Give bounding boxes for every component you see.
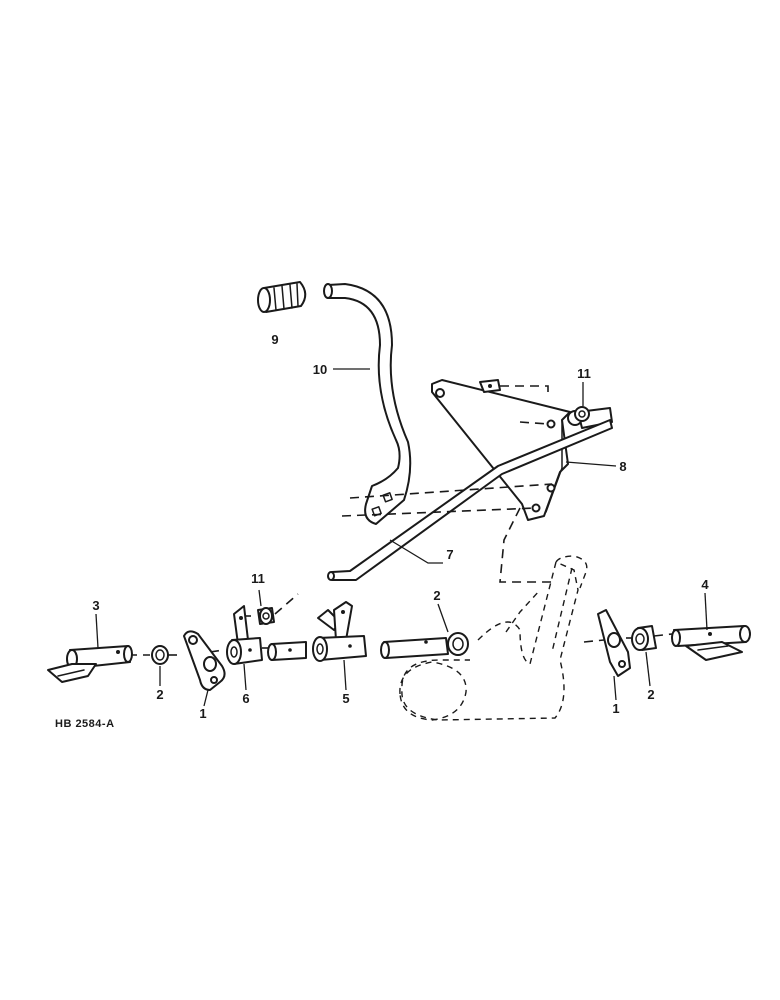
callout-4: 4 — [701, 577, 709, 592]
part-5-lever — [312, 601, 367, 662]
middle-tube — [267, 641, 307, 661]
callout-7: 7 — [446, 547, 453, 562]
callout-11-upper: 11 — [577, 366, 591, 381]
callout-10: 10 — [313, 362, 327, 377]
reference-code: HB 2584-A — [55, 718, 115, 730]
part-11-lower-nut — [257, 607, 275, 625]
callout-2-middle: 2 — [433, 588, 440, 603]
callout-8: 8 — [619, 459, 626, 474]
right-tube — [380, 637, 449, 659]
callout-11-lower: 11 — [251, 571, 265, 586]
callout-5: 5 — [342, 691, 349, 706]
callout-1-right: 1 — [612, 701, 619, 716]
part-3-left-shaft — [47, 645, 133, 683]
callout-labels: 9 10 11 8 7 11 3 4 2 2 1 6 5 1 2 — [92, 332, 709, 721]
leader-lines — [95, 368, 708, 707]
phantom-housing-outline — [399, 555, 588, 721]
part-7-connecting-rod — [327, 419, 613, 581]
part-9-handle-grip — [257, 281, 307, 313]
part-10-pedal-lever — [323, 283, 412, 525]
part-1-right-plate — [597, 609, 631, 677]
part-4-right-shaft — [671, 625, 751, 661]
callout-2-right: 2 — [647, 687, 654, 702]
part-6-lever-arm — [226, 605, 263, 665]
part-1-left-plate — [183, 630, 226, 691]
part-11-upper-nut — [574, 406, 590, 422]
callout-1-left: 1 — [199, 706, 206, 721]
part-2-right-bushing — [631, 625, 657, 651]
callout-9: 9 — [271, 332, 278, 347]
part-2-middle-bushing — [447, 632, 469, 656]
part-2-left-bushing — [151, 645, 169, 665]
callout-6: 6 — [242, 691, 249, 706]
callout-3: 3 — [92, 598, 99, 613]
assembly-dashed-lines — [128, 385, 673, 656]
callout-2-left: 2 — [156, 687, 163, 702]
